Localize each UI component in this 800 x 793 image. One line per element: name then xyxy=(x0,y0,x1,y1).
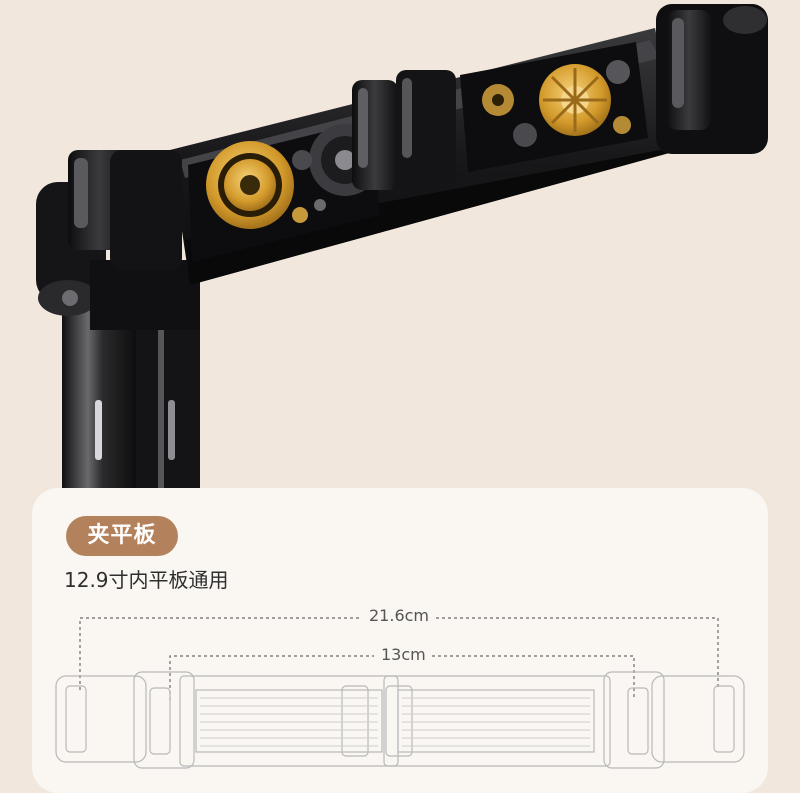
clamp-center xyxy=(352,70,456,190)
spec-card xyxy=(32,488,768,793)
inner-width-label: 13cm xyxy=(378,645,429,665)
holder-ribs xyxy=(200,697,590,747)
stand-pole xyxy=(62,300,200,490)
compatibility-text: 12.9寸内平板通用 xyxy=(64,568,229,592)
dimension-outer xyxy=(79,617,719,690)
clamp-left xyxy=(68,150,182,270)
dimension-inner xyxy=(169,655,635,700)
clamp-tablet-badge: 夹平板 xyxy=(66,516,178,556)
gear-window-right xyxy=(460,42,648,172)
outer-width-label: 21.6cm xyxy=(366,606,433,626)
holder-line-drawing xyxy=(55,671,745,769)
clamp-right xyxy=(656,4,768,154)
